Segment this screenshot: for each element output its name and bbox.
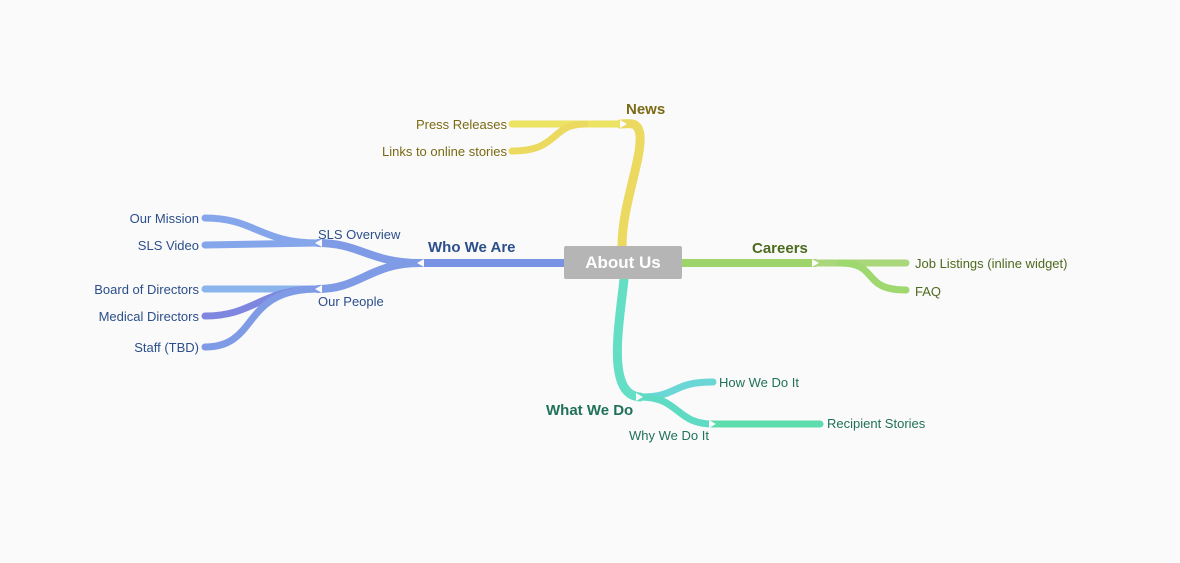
connector-why-we-do-it bbox=[636, 393, 717, 428]
branch-news[interactable]: News bbox=[626, 101, 666, 118]
connector-our-mission bbox=[201, 214, 322, 247]
node-faq[interactable]: FAQ bbox=[915, 284, 942, 299]
connector-staff bbox=[201, 285, 322, 351]
connector-sls-video bbox=[201, 239, 322, 249]
branch-what-we-do[interactable]: What We Do bbox=[546, 402, 634, 419]
root-node-about-us[interactable]: About Us bbox=[564, 246, 682, 279]
marker-why bbox=[709, 420, 716, 428]
marker-news bbox=[620, 120, 627, 128]
branch-who-we-are[interactable]: Who We Are bbox=[428, 239, 516, 256]
node-why-we-do-it[interactable]: Why We Do It bbox=[629, 428, 709, 443]
connector-online-stories bbox=[508, 120, 589, 155]
node-board-of-directors[interactable]: Board of Directors bbox=[94, 282, 199, 297]
marker-what bbox=[636, 393, 643, 401]
node-our-mission[interactable]: Our Mission bbox=[129, 211, 199, 226]
connector-news bbox=[615, 119, 645, 251]
node-our-people[interactable]: Our People bbox=[318, 294, 384, 309]
marker-careers bbox=[812, 259, 819, 267]
node-staff-tbd[interactable]: Staff (TBD) bbox=[134, 340, 199, 355]
node-how-we-do-it[interactable]: How We Do It bbox=[719, 375, 799, 390]
marker-who bbox=[417, 259, 424, 267]
node-links-online-stories[interactable]: Links to online stories bbox=[381, 144, 507, 159]
node-press-releases[interactable]: Press Releases bbox=[415, 117, 507, 132]
branch-careers[interactable]: Careers bbox=[752, 240, 808, 257]
node-job-listings[interactable]: Job Listings (inline widget) bbox=[915, 256, 1068, 271]
node-recipient-stories[interactable]: Recipient Stories bbox=[827, 416, 926, 431]
marker-sls bbox=[315, 239, 322, 247]
connector-what-we-do bbox=[612, 274, 645, 402]
connector-faq bbox=[836, 259, 910, 294]
node-sls-video[interactable]: SLS Video bbox=[137, 238, 199, 253]
node-medical-directors[interactable]: Medical Directors bbox=[98, 309, 199, 324]
connector-our-people bbox=[314, 259, 424, 293]
marker-people bbox=[315, 285, 322, 293]
node-sls-overview[interactable]: SLS Overview bbox=[318, 227, 401, 242]
